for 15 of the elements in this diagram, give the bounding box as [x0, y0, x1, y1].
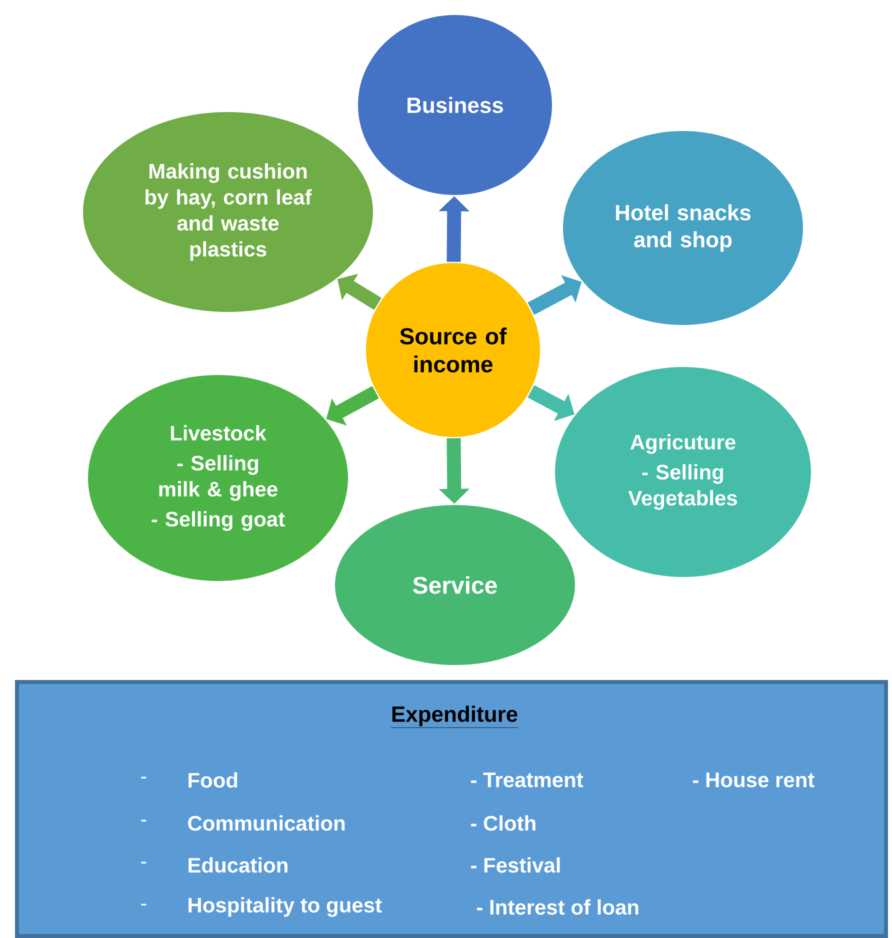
list-item: - Festival	[471, 857, 560, 873]
bullet-dash: -	[141, 904, 146, 906]
list-item: Education	[188, 857, 288, 873]
list-item: - House rent	[693, 772, 814, 788]
bullet-dash: -	[141, 776, 146, 778]
list-item: - Interest of loan	[477, 899, 638, 915]
list-item: Food	[188, 772, 238, 788]
expenditure-box	[15, 680, 888, 938]
list-item: Communication	[188, 815, 345, 831]
heading: Expenditure	[390, 706, 518, 728]
bullet-dash: -	[141, 820, 146, 822]
list-item: - Treatment	[471, 772, 584, 788]
bullet-dash: -	[141, 862, 146, 864]
list-item: - Cloth	[471, 815, 536, 831]
list-item: Hospitality to guest	[188, 897, 382, 917]
